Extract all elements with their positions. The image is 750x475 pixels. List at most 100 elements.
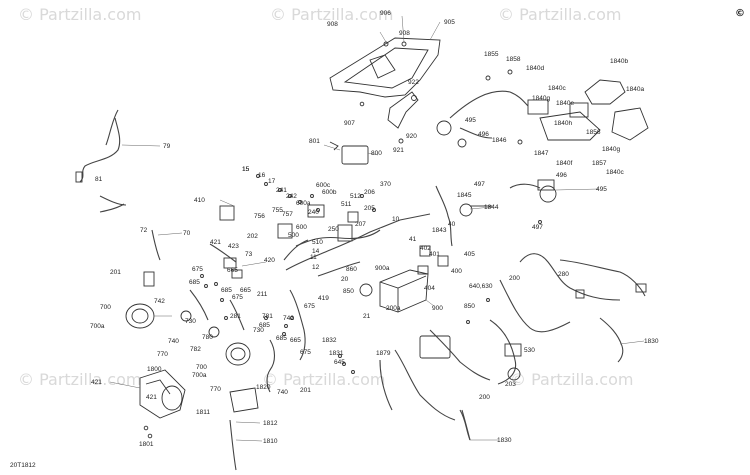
part-label: 1801 (139, 441, 154, 448)
part-label: 1812 (263, 420, 278, 427)
part-label: 423 (228, 243, 239, 250)
part-label: 206 (364, 189, 375, 196)
part-label: 1840d (526, 65, 544, 72)
part-label: 600b (322, 189, 337, 196)
part-label: 645 (334, 359, 345, 366)
part-label: 906 (380, 10, 391, 17)
part-label: 404 (424, 285, 435, 292)
part-label: 20 (341, 276, 349, 283)
part-label: 600a (296, 200, 311, 207)
part-label: 1858 (506, 56, 521, 63)
part-label: 421 (91, 379, 102, 386)
part-label: 205 (364, 205, 375, 212)
part-label: 756 (254, 213, 265, 220)
part-label: 600 (296, 224, 307, 231)
part-label: 907 (344, 120, 355, 127)
part-label: 730 (185, 318, 196, 325)
part-label: 1856 (586, 129, 601, 136)
watermark-text: © Partzilla.com (510, 370, 633, 389)
part-label: 900 (432, 305, 443, 312)
part-label: 1840h (554, 120, 572, 127)
part-label: 1810 (263, 438, 278, 445)
part-label: 801 (309, 138, 320, 145)
part-label: 1846 (492, 137, 507, 144)
part-label: 781 (262, 313, 273, 320)
part-label: 1840f (556, 160, 572, 167)
part-callouts: 906 908 908 905 922 907 920 921 801 800 … (90, 10, 659, 448)
part-label: 740 (277, 389, 288, 396)
part-label: 495 (465, 117, 476, 124)
part-label: 1840e (556, 100, 574, 107)
part-label: 15 (242, 166, 250, 173)
part-label: 757 (282, 211, 293, 218)
part-label: 495 (596, 186, 607, 193)
part-label: 770 (157, 351, 168, 358)
part-label: 908 (399, 30, 410, 37)
part-label: 740 (168, 338, 179, 345)
part-label: 1857 (592, 160, 607, 167)
part-label: 370 (380, 181, 391, 188)
part-label: 240 (308, 209, 319, 216)
part-label: 79 (163, 143, 171, 150)
part-label: 700 (100, 304, 111, 311)
part-label: 497 (532, 224, 543, 231)
part-label: 250 (328, 226, 339, 233)
part-label: 17 (268, 178, 276, 185)
watermark-text: © Partzilla.com (270, 5, 393, 24)
relay-410-drawing (219, 205, 235, 221)
part-label: 700 (196, 364, 207, 371)
part-label: 922 (408, 79, 419, 86)
part-label: 685 (276, 335, 287, 342)
part-label: 421 (146, 394, 157, 401)
part-label: 755 (272, 207, 283, 214)
part-label: 530 (524, 347, 535, 354)
part-label: 1840c (548, 85, 566, 92)
part-label: 1840a (626, 86, 644, 93)
winch-1800-drawing (139, 369, 186, 419)
part-label: 510 (312, 239, 323, 246)
part-label: 421 (210, 239, 221, 246)
part-label: 908 (327, 21, 338, 28)
part-label: 202 (247, 233, 258, 240)
part-label: 1830 (497, 437, 512, 444)
parts-layer (75, 15, 649, 471)
part-label: 401 (429, 251, 440, 258)
part-label: 665 (227, 267, 238, 274)
part-label: 921 (393, 147, 404, 154)
watermark-layer: © Partzilla.com © Partzilla.com © Partzi… (18, 5, 633, 389)
part-label: 1847 (534, 150, 549, 157)
part-label: 1840g (532, 95, 550, 102)
module-800-drawing (341, 145, 369, 165)
part-label: 685 (221, 287, 232, 294)
part-label: 742 (154, 298, 165, 305)
part-label: 281 (230, 313, 241, 320)
part-label: 1840g (602, 146, 620, 153)
part-label: 1840c (606, 169, 624, 176)
copyright-symbol: © (735, 8, 745, 19)
part-label: 770 (210, 386, 221, 393)
part-label: 200 (479, 394, 490, 401)
part-label: 402 (420, 245, 431, 252)
part-label: 410 (194, 197, 205, 204)
part-label: 700a (90, 323, 105, 330)
part-label: 497 (474, 181, 485, 188)
part-label: 1855 (484, 51, 499, 58)
part-label: 207 (355, 221, 366, 228)
part-label: 10 (392, 216, 400, 223)
part-label: 16 (258, 172, 266, 179)
part-label: 675 (304, 303, 315, 310)
part-label: 1811 (196, 409, 210, 416)
part-label: 405 (464, 251, 475, 258)
part-label: 500 (288, 232, 299, 239)
part-label: 1830 (644, 338, 659, 345)
part-label: 1844 (484, 204, 499, 211)
part-label: 1800 (147, 366, 162, 373)
part-label: 1879 (376, 350, 391, 357)
headlight-700-drawing (125, 303, 155, 329)
part-label: 241 (276, 187, 287, 194)
fuse-box-drawing (419, 335, 451, 359)
part-label: 280 (558, 271, 569, 278)
part-label: 15 (242, 166, 250, 173)
part-label: 640,630 (469, 283, 493, 290)
part-label: 1840b (610, 58, 628, 65)
